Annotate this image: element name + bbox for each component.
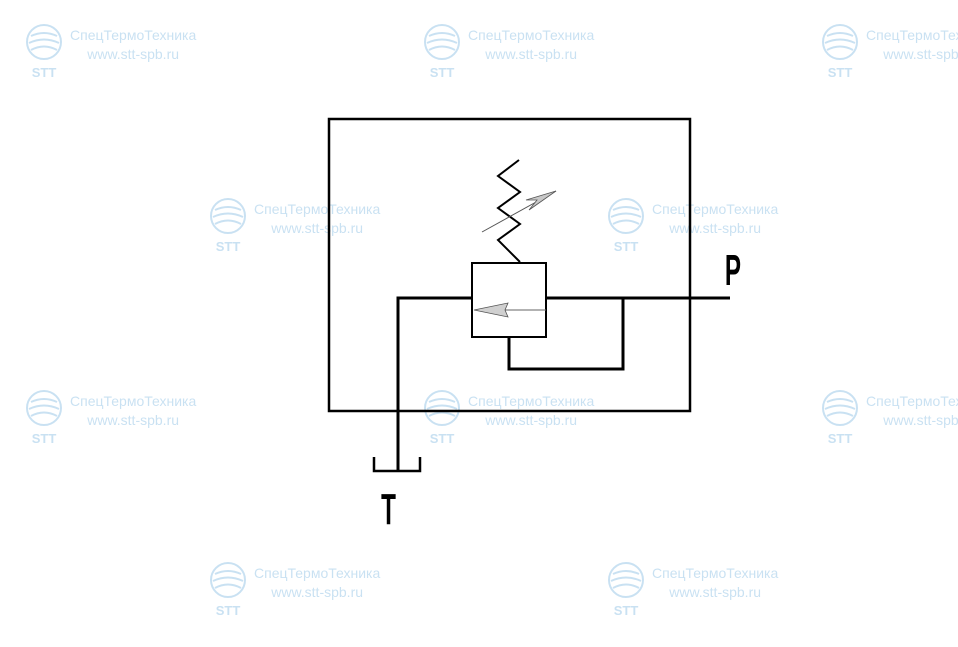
stt-logo-icon: STT <box>424 24 460 80</box>
wm-text: СпецТермоТехника www.stt-spb.ru <box>866 26 958 64</box>
wm-url: www.stt-spb.ru <box>87 46 180 62</box>
wm-url: www.stt-spb.ru <box>669 584 762 600</box>
stt-logo-icon: STT <box>822 24 858 80</box>
wm-text: СпецТермоТехника www.stt-spb.ru <box>468 392 594 430</box>
watermark: STT СпецТермоТехника www.stt-spb.ru <box>208 560 418 620</box>
wm-logo-text: STT <box>32 65 57 80</box>
watermark: STT СпецТермоТехника www.stt-spb.ru <box>24 388 234 448</box>
watermark: STT СпецТермоТехника www.stt-spb.ru <box>820 22 958 82</box>
wm-company: СпецТермоТехника <box>70 393 197 409</box>
wm-url: www.stt-spb.ru <box>485 46 578 62</box>
wm-company: СпецТермоТехника <box>866 27 958 43</box>
wm-logo-text: STT <box>828 65 853 80</box>
wm-logo-text: STT <box>430 65 455 80</box>
wm-company: СпецТермоТехника <box>468 27 595 43</box>
stt-logo-icon: STT <box>822 390 858 446</box>
wm-text: СпецТермоТехника www.stt-spb.ru <box>70 26 196 64</box>
wm-url: www.stt-spb.ru <box>883 412 958 428</box>
adjust-arrowhead-icon <box>525 190 557 211</box>
port-label-t: T <box>381 484 396 534</box>
stt-logo-icon: STT <box>424 390 460 446</box>
valve-body <box>471 262 547 338</box>
stt-logo-icon: STT <box>210 562 246 618</box>
port-label-p: P <box>725 245 741 295</box>
wm-logo-text: STT <box>32 431 57 446</box>
watermark: STT СпецТермоТехника www.stt-spb.ru <box>422 388 632 448</box>
wm-url: www.stt-spb.ru <box>271 220 364 236</box>
wm-company: СпецТермоТехника <box>70 27 197 43</box>
spring <box>496 159 522 263</box>
wm-logo-text: STT <box>216 239 241 254</box>
stt-logo-icon: STT <box>608 562 644 618</box>
stt-logo-icon: STT <box>608 198 644 254</box>
wm-url: www.stt-spb.ru <box>883 46 958 62</box>
watermark: STT СпецТермоТехника www.stt-spb.ru <box>208 196 418 256</box>
wm-text: СпецТермоТехника www.stt-spb.ru <box>468 26 594 64</box>
watermark: STT СпецТермоТехника www.stt-spb.ru <box>24 22 234 82</box>
wm-text: СпецТермоТехника www.stt-spb.ru <box>70 392 196 430</box>
wm-logo-text: STT <box>828 431 853 446</box>
stt-logo-icon: STT <box>210 198 246 254</box>
stt-logo-icon: STT <box>26 390 62 446</box>
body-outline <box>327 117 692 413</box>
wm-logo-text: STT <box>216 603 241 618</box>
wm-url: www.stt-spb.ru <box>271 584 364 600</box>
wm-logo-text: STT <box>430 431 455 446</box>
wm-url: www.stt-spb.ru <box>669 220 762 236</box>
watermark: STT СпецТермоТехника www.stt-spb.ru <box>422 22 632 82</box>
wm-text: СпецТермоТехника www.stt-spb.ru <box>254 564 380 602</box>
wm-logo-text: STT <box>614 239 639 254</box>
wm-company: СпецТермоТехника <box>468 393 595 409</box>
wm-company: СпецТермоТехника <box>254 201 381 217</box>
wm-company: СпецТермоТехника <box>652 201 779 217</box>
wm-url: www.stt-spb.ru <box>87 412 180 428</box>
tank-line <box>396 296 472 470</box>
wm-text: СпецТермоТехника www.stt-spb.ru <box>652 200 778 238</box>
pilot-line <box>507 298 625 371</box>
wm-text: СпецТермоТехника www.stt-spb.ru <box>254 200 380 238</box>
wm-company: СпецТермоТехника <box>866 393 958 409</box>
stt-logo-icon: STT <box>26 24 62 80</box>
wm-company: СпецТермоТехника <box>254 565 381 581</box>
wm-logo-text: STT <box>614 603 639 618</box>
tank-symbol <box>372 457 422 473</box>
watermark: STT СпецТермоТехника www.stt-spb.ru <box>820 388 958 448</box>
watermark: STT СпецТермоТехника www.stt-spb.ru <box>606 196 816 256</box>
watermark: STT СпецТермоТехника www.stt-spb.ru <box>606 560 816 620</box>
wm-text: СпецТермоТехника www.stt-spb.ru <box>866 392 958 430</box>
flow-arrowhead-icon <box>473 302 509 318</box>
wm-text: СпецТермоТехника www.stt-spb.ru <box>652 564 778 602</box>
wm-company: СпецТермоТехника <box>652 565 779 581</box>
wm-url: www.stt-spb.ru <box>485 412 578 428</box>
